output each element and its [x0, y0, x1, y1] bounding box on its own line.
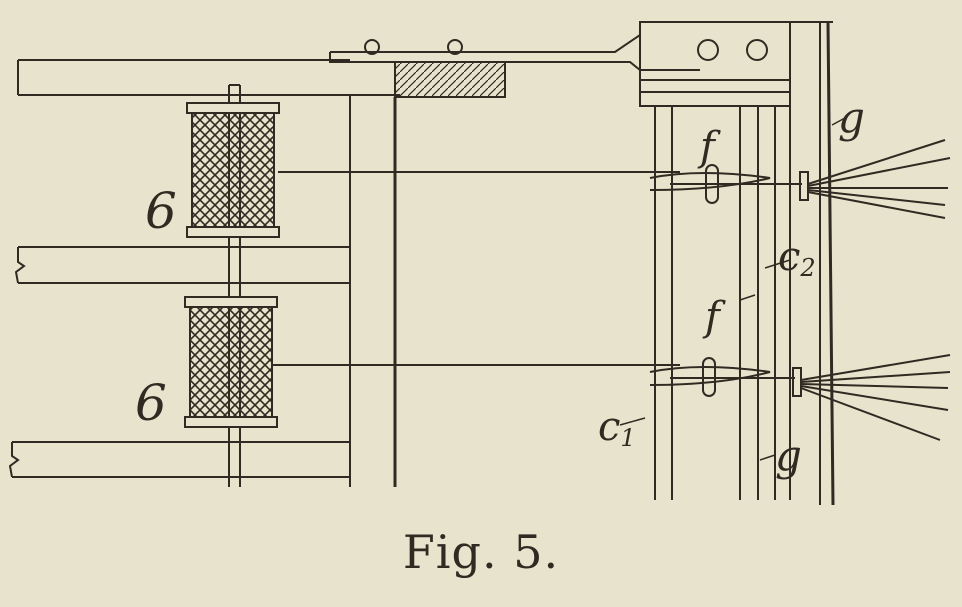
bobbin-upper [186, 102, 280, 238]
figure-caption: Fig. 5. [402, 525, 560, 579]
label-rod-c2: c2 [778, 234, 816, 282]
thread-lower [272, 354, 951, 441]
label-bobbin-upper: 6 [145, 182, 177, 240]
bobbin-lower [184, 296, 278, 428]
middle-bar [14, 246, 350, 284]
label-eye-lower: f [702, 294, 726, 340]
bottom-bar [8, 441, 350, 478]
label-rod-c1: c1 [598, 404, 636, 452]
label-bobbin-lower: 6 [135, 374, 167, 432]
center-posts [349, 95, 397, 487]
top-plate [329, 34, 700, 71]
top-beam [17, 59, 400, 96]
wood-block [394, 61, 506, 98]
thread-upper [278, 139, 951, 219]
leader-lines [619, 117, 846, 461]
label-eye-upper: f [697, 124, 721, 170]
label-guide-lower: g [775, 431, 802, 480]
label-guide-upper: g [838, 93, 865, 142]
